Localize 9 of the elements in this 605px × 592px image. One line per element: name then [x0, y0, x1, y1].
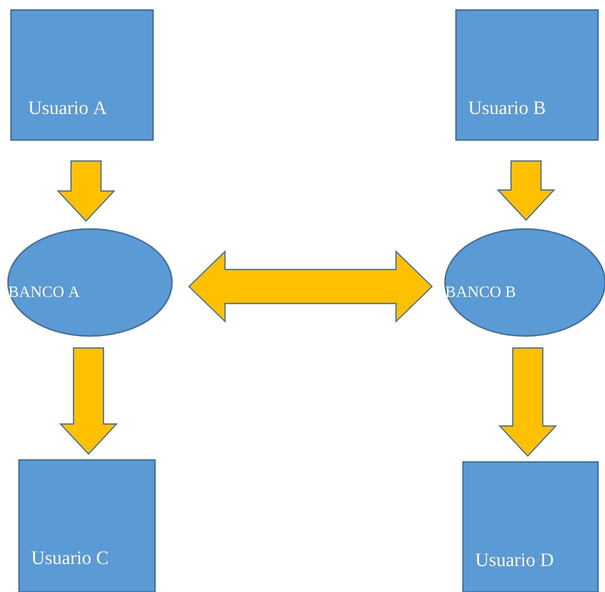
user-box: Usuario C [18, 459, 156, 592]
block-arrow [188, 250, 433, 323]
user-box: Usuario B [455, 9, 599, 141]
block-arrow [496, 160, 556, 221]
block-arrow [498, 347, 558, 457]
user-box: Usuario D [462, 461, 599, 592]
user-box: Usuario A [10, 9, 154, 141]
block-arrow [59, 347, 118, 455]
block-arrow [56, 160, 116, 222]
